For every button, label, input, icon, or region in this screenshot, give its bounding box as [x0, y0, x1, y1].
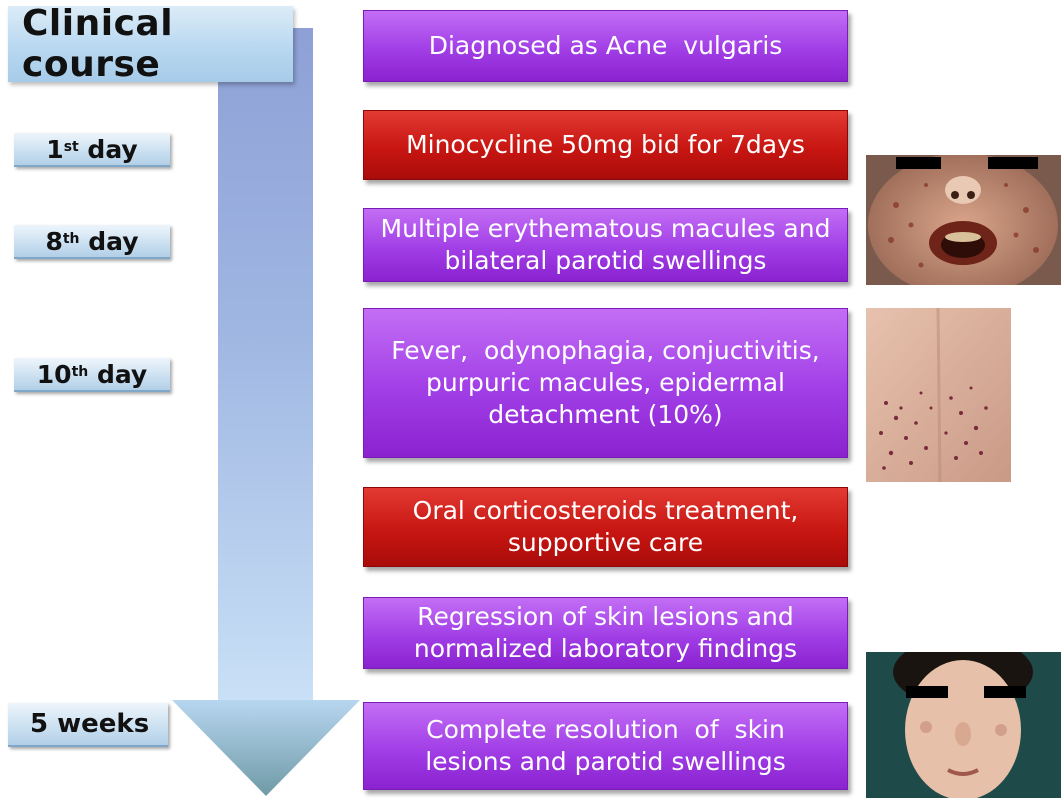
event-fever-detachment: Fever, odynophagia, conjuctivitis,purpur…	[363, 308, 848, 458]
event-minocycline: Minocycline 50mg bid for 7days	[363, 110, 848, 180]
timeline-label-10th-day: 10th day	[14, 358, 170, 392]
page-title: Clinical course	[8, 6, 293, 82]
timeline-label-8th-day: 8th day	[14, 225, 170, 259]
timeline-label-1st-day: 1st day	[14, 133, 170, 167]
event-erythematous-macules: Multiple erythematous macules andbilater…	[363, 208, 848, 282]
event-diagnosis: Diagnosed as Acne vulgaris	[363, 10, 848, 82]
event-corticosteroids: Oral corticosteroids treatment,supportiv…	[363, 487, 848, 567]
patient-face-lesions-photo	[866, 155, 1061, 285]
event-regression: Regression of skin lesions andnormalized…	[363, 597, 848, 669]
event-complete-resolution: Complete resolution of skinlesions and p…	[363, 702, 848, 790]
timeline-label-5-weeks: 5 weeks	[8, 703, 168, 747]
patient-face-resolved-photo	[866, 652, 1061, 798]
timeline-down-arrow	[0, 0, 400, 798]
patient-back-purpura-photo	[866, 308, 1011, 482]
